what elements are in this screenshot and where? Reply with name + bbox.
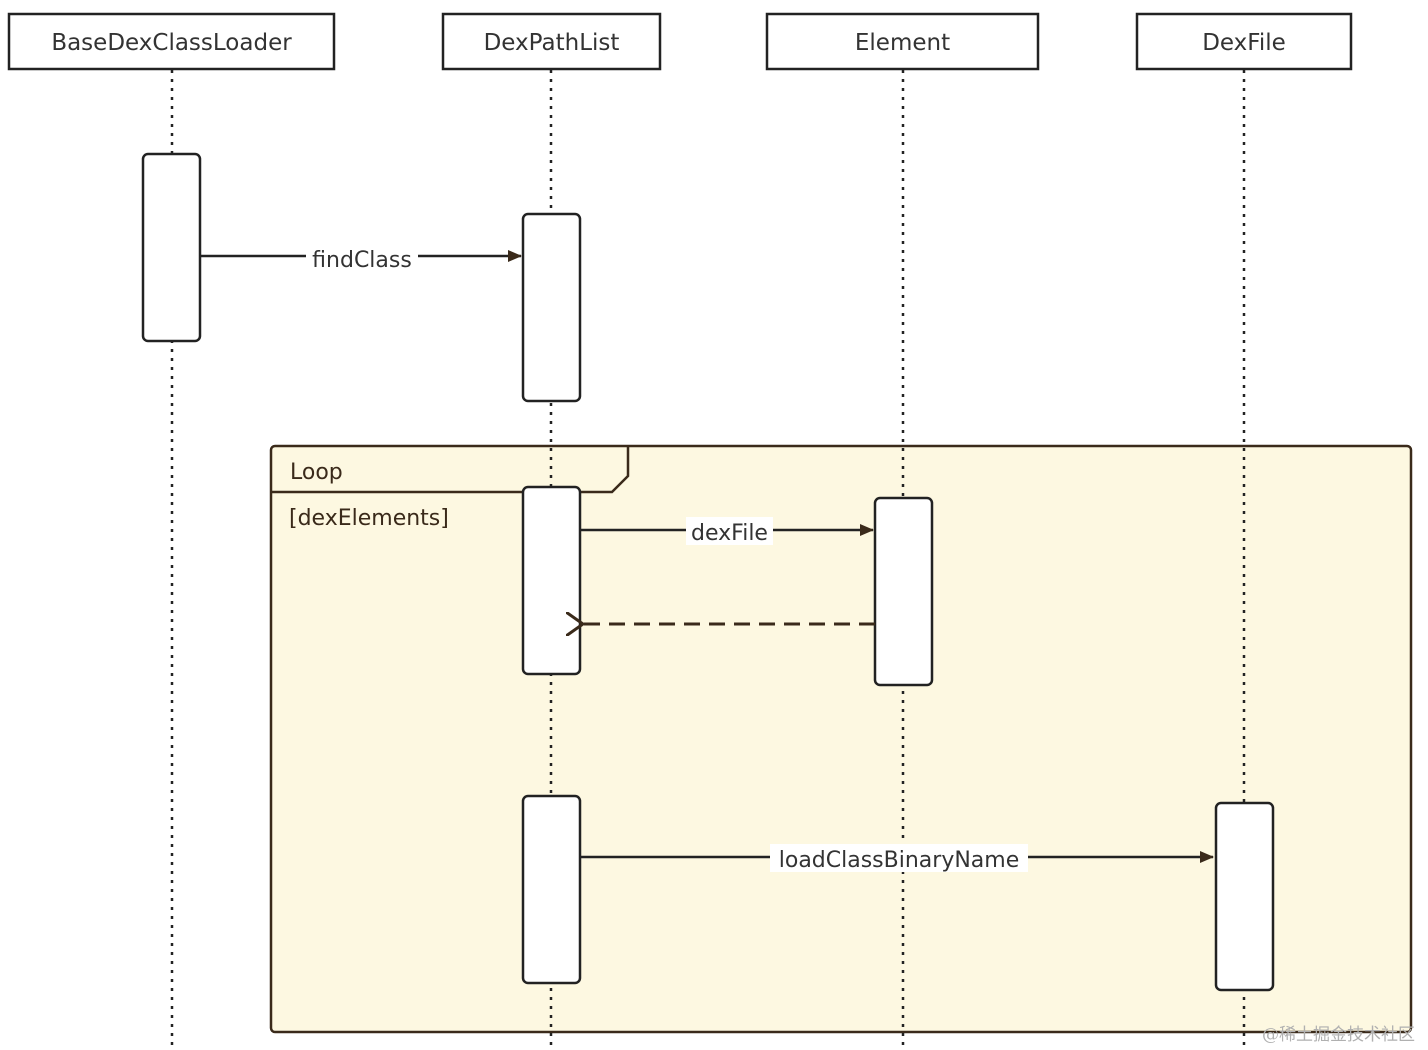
message-label: dexFile	[691, 521, 768, 546]
message-label: loadClassBinaryName	[779, 848, 1020, 873]
activation-dexpathlist-1	[521, 212, 582, 403]
message-loadclassbinaryname: loadClassBinaryName	[580, 844, 1214, 873]
message-label-bg	[770, 844, 1028, 872]
participant-label: Element	[855, 30, 950, 56]
activation-dexpathlist-2	[521, 485, 582, 676]
activation-basedexclassloader	[141, 152, 202, 343]
participant-label: DexFile	[1202, 30, 1286, 56]
message-dexfile: dexFile	[580, 517, 874, 546]
loop-guard-label: [dexElements]	[289, 506, 449, 531]
message-label-bg	[686, 517, 773, 545]
loop-operator-label: Loop	[290, 460, 343, 485]
activation-element	[873, 496, 934, 687]
message-findclass: findClass	[200, 243, 522, 273]
activations	[141, 152, 1275, 992]
participant-label: DexPathList	[484, 30, 620, 56]
activation-dexfile	[1214, 801, 1275, 992]
message-label-bg	[306, 243, 418, 271]
participant-label: BaseDexClassLoader	[51, 30, 292, 56]
watermark-text: @稀土掘金技术社区	[1262, 1025, 1415, 1045]
message-label: findClass	[312, 248, 412, 273]
participant-dexpathlist: DexPathList	[441, 12, 662, 71]
activation-dexpathlist-3	[521, 794, 582, 985]
participant-box	[441, 12, 662, 71]
participant-box	[7, 12, 336, 71]
participant-box	[1135, 12, 1353, 71]
participant-basedexclassloader: BaseDexClassLoader	[7, 12, 336, 71]
participant-box	[765, 12, 1040, 71]
participant-element: Element	[765, 12, 1040, 71]
loop-frame-tab	[271, 446, 630, 494]
participant-dexfile: DexFile	[1135, 12, 1353, 71]
